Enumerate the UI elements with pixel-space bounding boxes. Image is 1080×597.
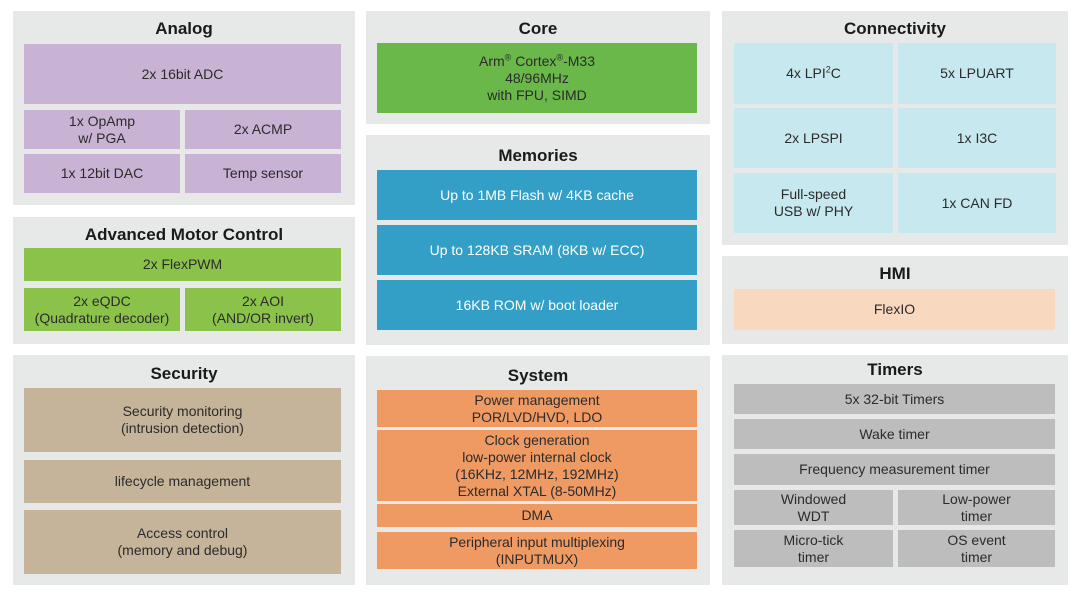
- system-panel: System Power management POR/LVD/HVD, LDO…: [366, 356, 710, 585]
- motor-control-panel: Advanced Motor Control 2x FlexPWM 2x eQD…: [13, 217, 355, 344]
- connectivity-title: Connectivity: [843, 19, 947, 38]
- lpi2c-prefix: 4x LPI: [786, 65, 826, 81]
- security-title: Security: [150, 364, 218, 383]
- wake-timer-block: Wake timer: [734, 419, 1055, 449]
- dma-block: DMA: [377, 504, 697, 527]
- cpu-block: Arm® Cortex®-M33 48/96MHz with FPU, SIMD: [377, 43, 697, 113]
- lpuart-block: 5x LPUART: [898, 43, 1056, 104]
- sram-block: Up to 128KB SRAM (8KB w/ ECC): [377, 225, 697, 275]
- micro-tick-timer-block: Micro-tick timer: [734, 530, 893, 567]
- lpi2c-block: 4x LPI2C: [734, 43, 893, 104]
- lifecycle-block: lifecycle management: [24, 460, 341, 503]
- 32bit-timers-block: 5x 32-bit Timers: [734, 384, 1055, 414]
- registered-mark: ®: [504, 51, 512, 62]
- lpi2c-suffix: C: [830, 65, 841, 81]
- connectivity-panel: Connectivity 4x LPI2C 5x LPUART 2x LPSPI…: [722, 11, 1068, 245]
- security-panel: Security Security monitoring (intrusion …: [13, 355, 355, 585]
- analog-panel: Analog 2x 16bit ADC 1x OpAmp w/ PGA 2x A…: [13, 11, 355, 205]
- cpu-family: Cortex: [511, 52, 557, 69]
- core-panel: Core Arm® Cortex®-M33 48/96MHz with FPU,…: [366, 11, 710, 124]
- opamp-block: 1x OpAmp w/ PGA: [24, 110, 180, 149]
- cpu-model: -M33: [563, 52, 595, 69]
- flash-block: Up to 1MB Flash w/ 4KB cache: [377, 170, 697, 220]
- os-event-timer-block: OS event timer: [898, 530, 1055, 567]
- i3c-block: 1x I3C: [898, 108, 1056, 168]
- lpi2c-label: 4x LPI2C: [786, 65, 841, 82]
- rom-block: 16KB ROM w/ boot loader: [377, 280, 697, 330]
- memories-title: Memories: [498, 146, 578, 165]
- windowed-wdt-block: Windowed WDT: [734, 490, 893, 525]
- aoi-block: 2x AOI (AND/OR invert): [185, 288, 341, 331]
- system-title: System: [507, 366, 569, 385]
- analog-title: Analog: [155, 19, 213, 38]
- cpu-frequency: 48/96MHz: [505, 69, 569, 86]
- timers-panel: Timers 5x 32-bit Timers Wake timer Frequ…: [722, 355, 1068, 585]
- core-title: Core: [518, 19, 558, 38]
- can-fd-block: 1x CAN FD: [898, 173, 1056, 233]
- clock-generation-block: Clock generation low-power internal cloc…: [377, 430, 697, 501]
- lpspi-block: 2x LPSPI: [734, 108, 893, 168]
- adc-block: 2x 16bit ADC: [24, 44, 341, 104]
- hmi-panel: HMI FlexIO: [722, 256, 1068, 344]
- timers-title: Timers: [867, 360, 923, 379]
- hmi-title: HMI: [879, 264, 911, 283]
- cpu-brand: Arm: [479, 52, 505, 69]
- cpu-features: with FPU, SIMD: [487, 86, 587, 103]
- power-management-block: Power management POR/LVD/HVD, LDO: [377, 390, 697, 427]
- memories-panel: Memories Up to 1MB Flash w/ 4KB cache Up…: [366, 135, 710, 345]
- security-monitoring-block: Security monitoring (intrusion detection…: [24, 388, 341, 452]
- cpu-name: Arm® Cortex®-M33: [479, 51, 595, 70]
- lpi2c-superscript: 2: [825, 64, 831, 75]
- inputmux-block: Peripheral input multiplexing (INPUTMUX): [377, 532, 697, 569]
- low-power-timer-block: Low-power timer: [898, 490, 1055, 525]
- eqdc-block: 2x eQDC (Quadrature decoder): [24, 288, 180, 331]
- motor-control-title: Advanced Motor Control: [84, 225, 284, 244]
- frequency-measurement-block: Frequency measurement timer: [734, 454, 1055, 485]
- flexio-block: FlexIO: [734, 289, 1055, 330]
- dac-block: 1x 12bit DAC: [24, 154, 180, 193]
- flexpwm-block: 2x FlexPWM: [24, 248, 341, 281]
- access-control-block: Access control (memory and debug): [24, 510, 341, 574]
- registered-mark: ®: [556, 51, 564, 62]
- temp-sensor-block: Temp sensor: [185, 154, 341, 193]
- acmp-block: 2x ACMP: [185, 110, 341, 149]
- usb-block: Full-speed USB w/ PHY: [734, 173, 893, 233]
